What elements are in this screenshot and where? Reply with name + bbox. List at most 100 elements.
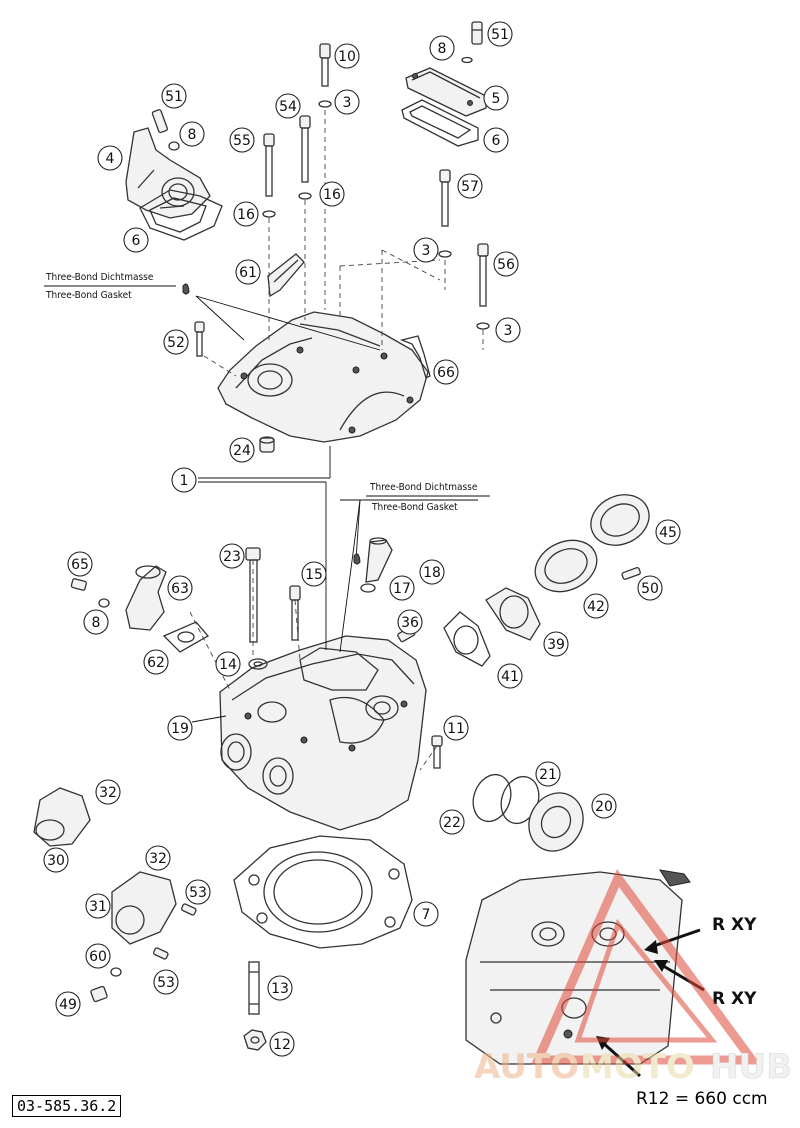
- callout-label: 22: [443, 815, 461, 831]
- callout-label: 3: [343, 95, 352, 111]
- callout-3: 3: [413, 237, 439, 263]
- callout-circle: [185, 879, 211, 905]
- callout-label: 10: [338, 49, 356, 65]
- valve-cover-5: [405, 67, 487, 117]
- callout-label: 3: [504, 323, 513, 339]
- callout-circle: [543, 631, 569, 657]
- callout-label: 49: [59, 997, 77, 1013]
- callout-circle: [439, 809, 465, 835]
- callout-circle: [275, 93, 301, 119]
- callout-circle: [301, 561, 327, 587]
- callout-12: 12: [269, 1031, 295, 1057]
- callout-30: 30: [43, 847, 69, 873]
- callout-23: 23: [219, 543, 245, 569]
- bolt-55: [262, 133, 276, 218]
- callout-circle: [153, 969, 179, 995]
- callout-label: 66: [437, 365, 455, 381]
- callout-circle: [419, 559, 445, 585]
- nut-60: [110, 967, 122, 977]
- callout-15: 15: [301, 561, 327, 587]
- callout-31: 31: [85, 893, 111, 919]
- callout-label: 20: [595, 799, 613, 815]
- callout-label: 51: [491, 27, 509, 43]
- callout-5: 5: [483, 85, 509, 111]
- callout-circle: [483, 127, 509, 153]
- callout-8: 8: [429, 35, 455, 61]
- callout-label: 5: [492, 91, 501, 107]
- callout-circle: [457, 173, 483, 199]
- sealant-drop-icon: [182, 283, 361, 565]
- callout-circle: [161, 83, 187, 109]
- intake-flange-31: [111, 871, 177, 945]
- callout-label: 63: [171, 581, 189, 597]
- callout-label: 12: [273, 1037, 291, 1053]
- callout-66: 66: [433, 359, 459, 385]
- automotohub-watermark: AUTO MOTO HUB: [474, 869, 792, 1087]
- bolt-56: [476, 243, 490, 330]
- callout-51: 51: [487, 21, 513, 47]
- callout-55: 55: [229, 127, 255, 153]
- callout-circle: [229, 127, 255, 153]
- spring-clip-66: [399, 335, 431, 379]
- callout-label: 42: [587, 599, 605, 615]
- callout-label: 45: [659, 525, 677, 541]
- callout-32: 32: [145, 845, 171, 871]
- seal-24: [259, 436, 275, 453]
- callout-circle: [219, 543, 245, 569]
- callout-label: 21: [539, 767, 557, 783]
- watermark-moto: MOTO: [580, 1047, 695, 1087]
- note-top-en: Three-Bond Gasket: [45, 290, 132, 301]
- callout-circle: [145, 845, 171, 871]
- inset-label-1: R XY: [712, 915, 757, 935]
- callout-label: 24: [233, 443, 251, 459]
- leader-lines: [191, 295, 478, 723]
- intake-elbow-63: [125, 565, 167, 631]
- head-gasket-7: [233, 835, 413, 949]
- callout-label: 41: [501, 669, 519, 685]
- callout-57: 57: [457, 173, 483, 199]
- callout-circle: [123, 227, 149, 253]
- callout-13: 13: [267, 975, 293, 1001]
- bolt-57: [438, 169, 452, 258]
- callout-label: 55: [233, 133, 251, 149]
- callout-circle: [85, 943, 111, 969]
- o-ring-22: [472, 773, 512, 823]
- nut-12: [243, 1029, 267, 1051]
- screw-50: [621, 567, 641, 580]
- callout-label: 57: [461, 179, 479, 195]
- callout-label: 6: [132, 233, 141, 249]
- inset-arrows: [596, 928, 705, 1078]
- callout-4: 4: [97, 145, 123, 171]
- callout-label: 31: [89, 899, 107, 915]
- callout-14: 14: [215, 651, 241, 677]
- flange-39: [485, 587, 541, 641]
- bolt-52: [194, 321, 205, 357]
- callout-65: 65: [67, 551, 93, 577]
- bolt-11: [431, 735, 443, 769]
- valve-guide-18: [365, 537, 393, 583]
- callout-53: 53: [185, 879, 211, 905]
- callout-circle: [55, 991, 81, 1017]
- thermostat-gasket-6: [139, 189, 223, 241]
- callout-circle: [95, 779, 121, 805]
- sealant-note-top: Three-Bond Dichtmasse Three-Bond Gasket: [44, 272, 176, 301]
- callout-circle: [334, 89, 360, 115]
- callout-circle: [389, 575, 415, 601]
- stud-13: [248, 961, 260, 1015]
- watermark-triangle: [531, 869, 761, 1065]
- callout-circle: [171, 467, 197, 493]
- callout-56: 56: [493, 251, 519, 277]
- intake-flange-30: [33, 787, 91, 847]
- callout-21: 21: [535, 761, 561, 787]
- callout-label: 16: [323, 187, 341, 203]
- callout-label: 54: [279, 99, 297, 115]
- callout-62: 62: [143, 649, 169, 675]
- watermark-hub: HUB: [710, 1047, 792, 1087]
- callout-label: 62: [147, 655, 165, 671]
- cylinder-head-19: [219, 635, 427, 831]
- callout-circle: [655, 519, 681, 545]
- callout-circle: [483, 85, 509, 111]
- callout-19: 19: [167, 715, 193, 741]
- callout-circle: [433, 359, 459, 385]
- note-mid-de: Three-Bond Dichtmasse: [369, 482, 478, 493]
